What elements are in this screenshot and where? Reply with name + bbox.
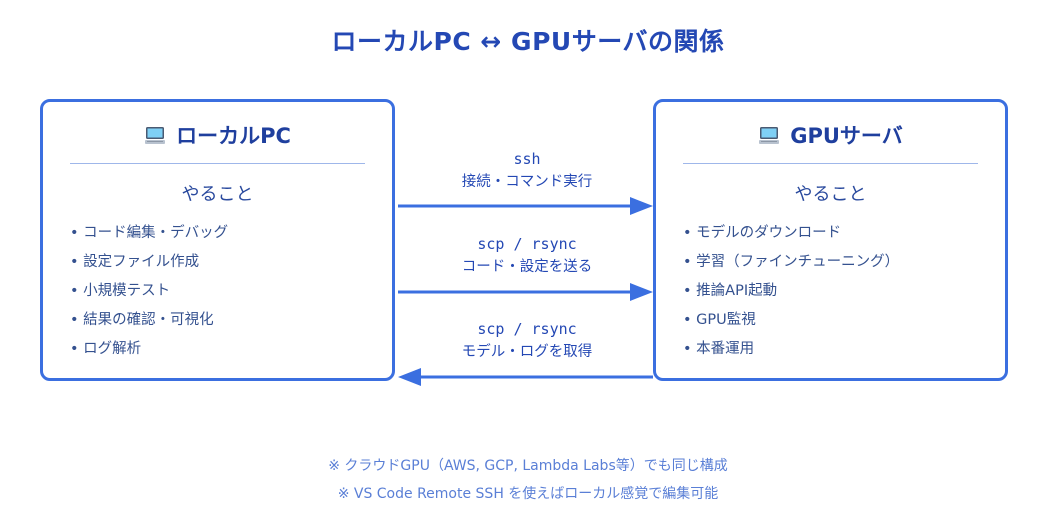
diagram-title: ローカルPC ↔ GPUサーバの関係 [331,27,725,56]
list-item: 小規模テスト [70,277,228,306]
connection-label-fetch: scp / rsync モデル・ログを取得 [398,320,656,361]
list-item: コード編集・デバッグ [70,219,228,248]
gpu-server-heading: GPUサーバ [656,120,1005,151]
local-pc-heading: ローカルPC [43,120,392,151]
list-item: 学習（ファインチューニング） [683,248,899,277]
connection-label-ssh: ssh 接続・コマンド実行 [398,150,656,191]
divider [70,163,365,164]
local-pc-task-list: コード編集・デバッグ 設定ファイル作成 小規模テスト 結果の確認・可視化 ログ解… [70,219,228,364]
arrow-ssh [398,197,653,215]
computer-icon [144,126,166,151]
connection-command: ssh [513,150,541,168]
connection-command: scp / rsync [477,235,577,253]
local-pc-box: ローカルPC やること コード編集・デバッグ 設定ファイル作成 小規模テスト 結… [40,99,395,381]
connection-description: モデル・ログを取得 [461,344,593,360]
gpu-server-subtitle: やること [794,184,867,205]
gpu-server-box: GPUサーバ やること モデルのダウンロード 学習（ファインチューニング） 推論… [653,99,1008,381]
list-item: 設定ファイル作成 [70,248,228,277]
list-item: 本番運用 [683,335,899,364]
gpu-server-task-list: モデルのダウンロード 学習（ファインチューニング） 推論API起動 GPU監視 … [683,219,899,364]
computer-icon [758,126,780,151]
arrow-fetch [398,368,653,386]
arrow-send [398,283,653,301]
local-pc-subtitle: やること [181,184,254,205]
local-pc-title: ローカルPC [176,124,291,148]
footnote: ※ VS Code Remote SSH を使えばローカル感覚で編集可能 [337,486,719,502]
gpu-server-title: GPUサーバ [790,124,903,148]
connection-description: コード・設定を送る [461,259,593,275]
connection-command: scp / rsync [477,320,577,338]
footnote: ※ クラウドGPU（AWS, GCP, Lambda Labs等）でも同じ構成 [328,458,728,474]
divider [683,163,978,164]
list-item: 結果の確認・可視化 [70,306,228,335]
list-item: 推論API起動 [683,277,899,306]
connection-description: 接続・コマンド実行 [461,174,593,190]
connection-label-send: scp / rsync コード・設定を送る [398,235,656,276]
list-item: GPU監視 [683,306,899,335]
list-item: ログ解析 [70,335,228,364]
list-item: モデルのダウンロード [683,219,899,248]
